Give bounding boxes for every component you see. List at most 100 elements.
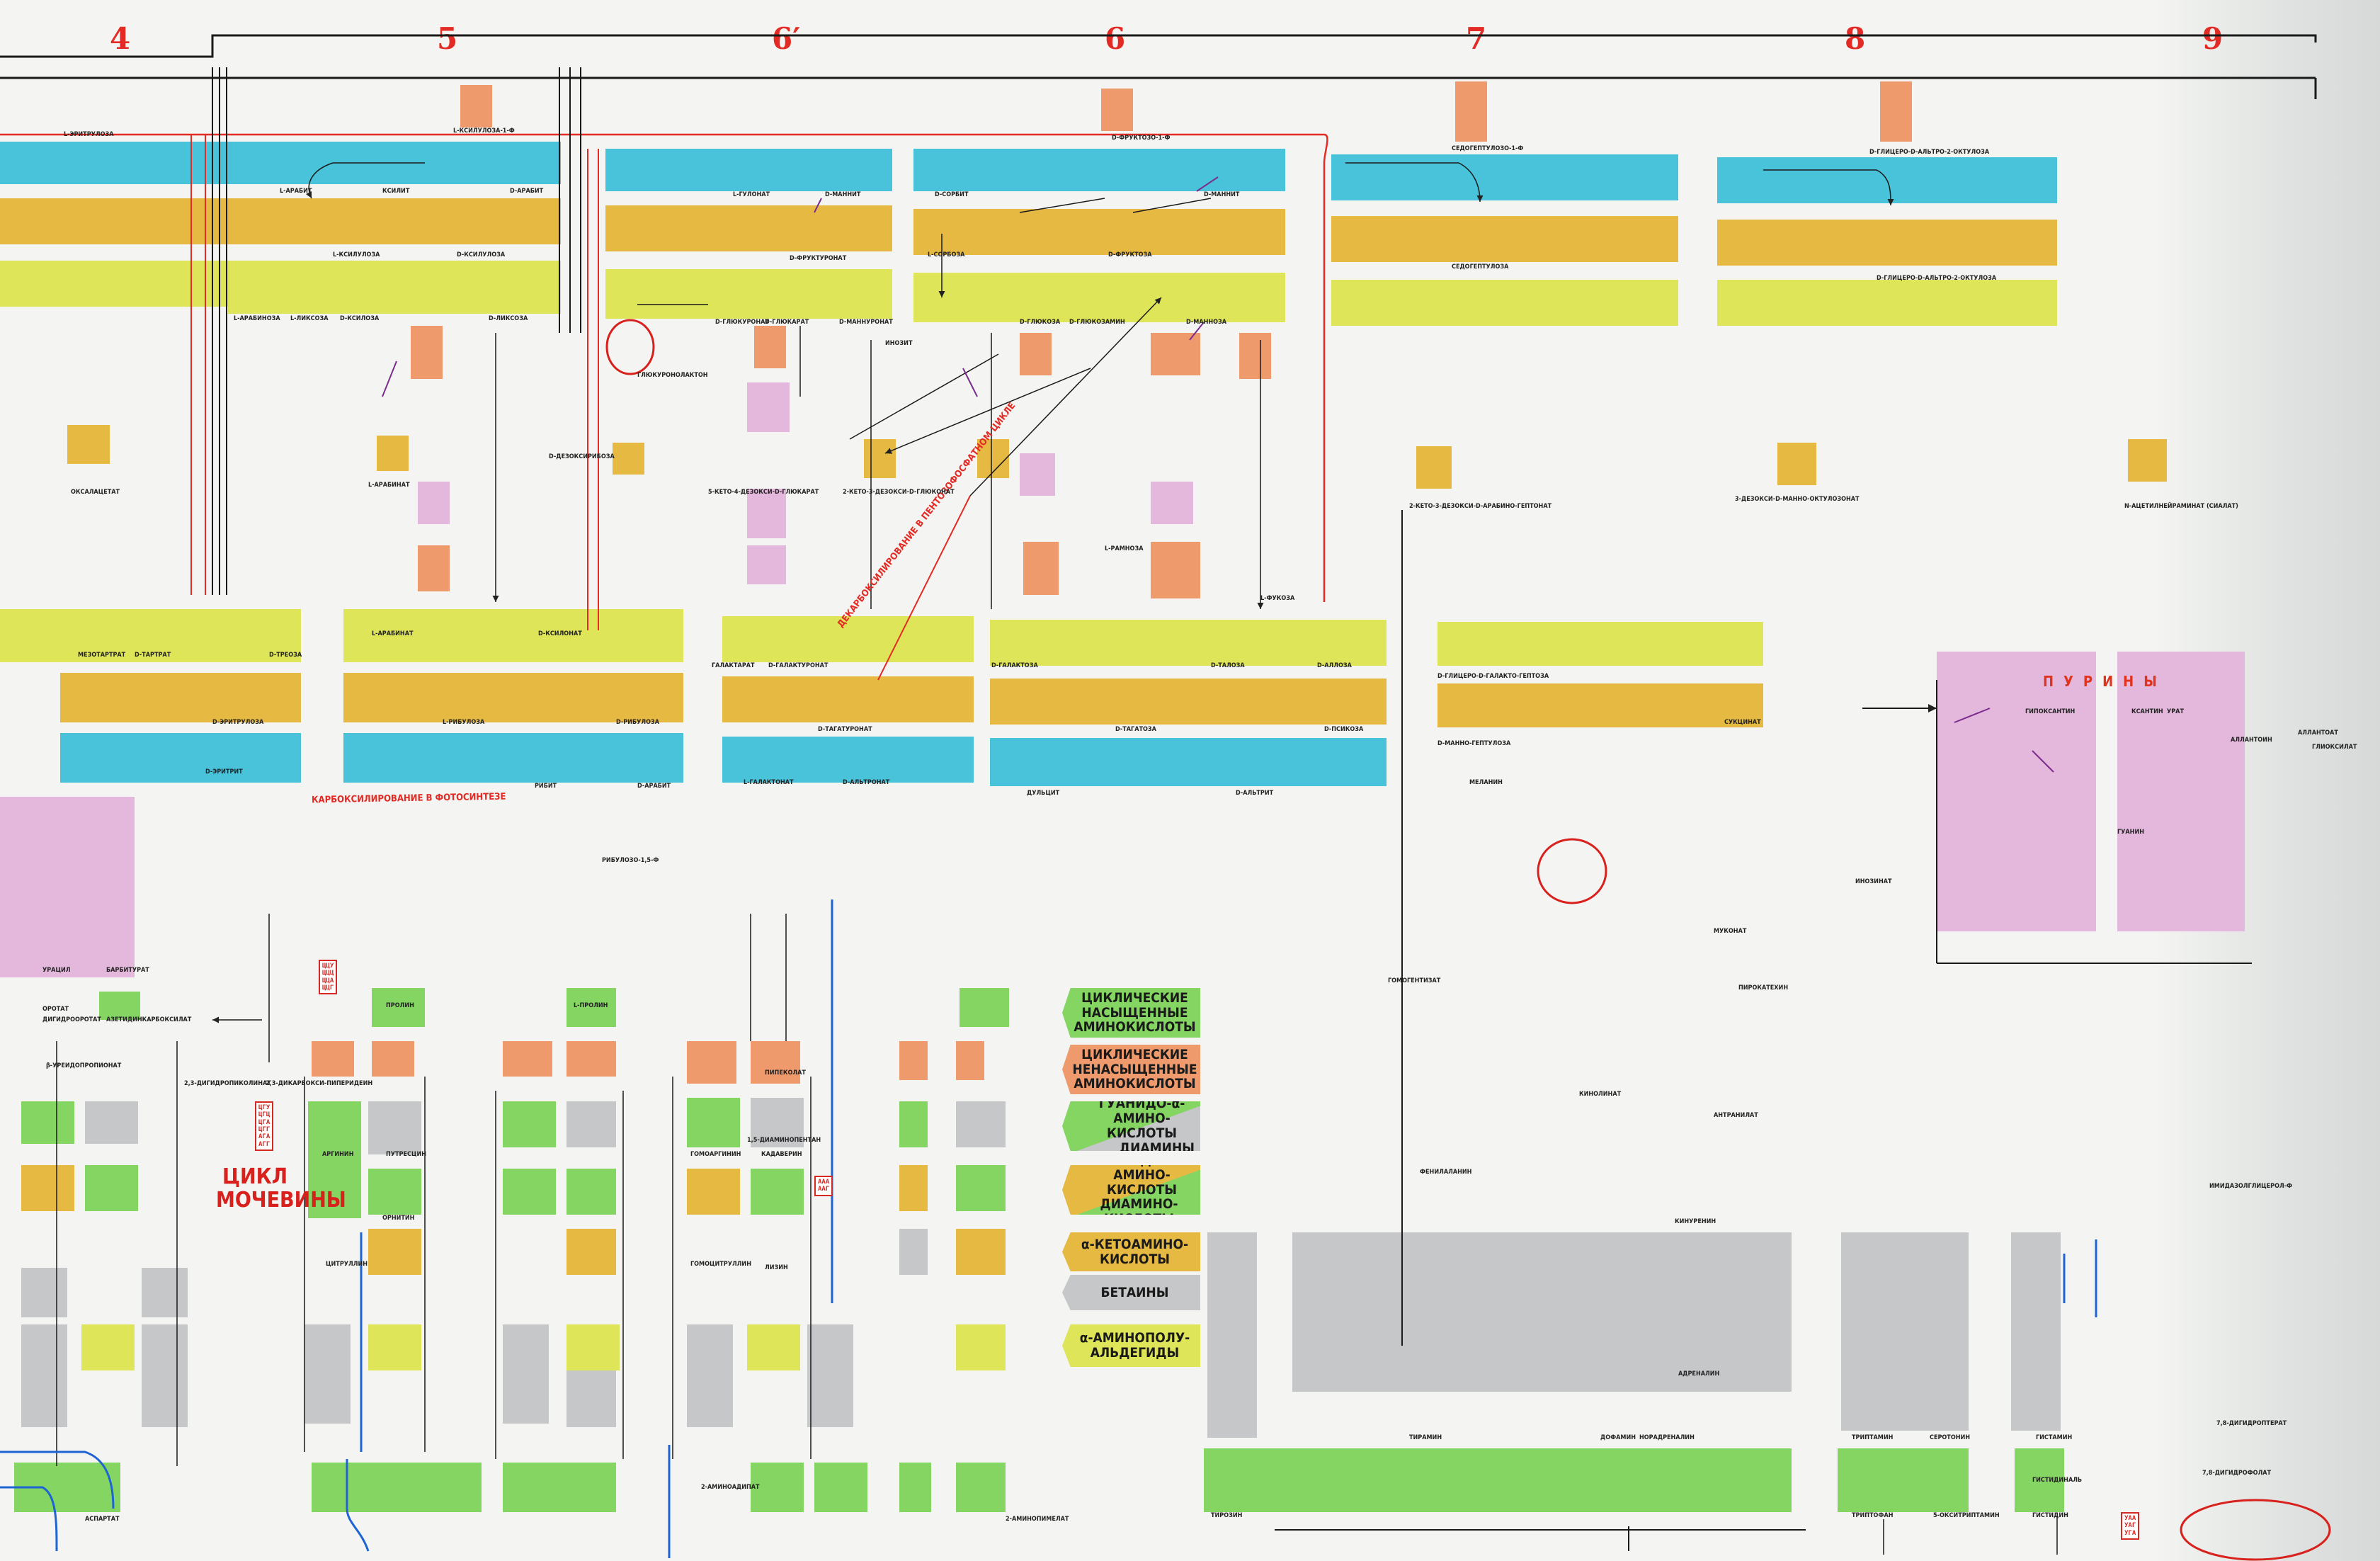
compound-label: 2,3-ДИГИДРОПИКОЛИНАТ [184, 1080, 271, 1087]
column-number-6prime: 6′ [772, 21, 801, 56]
compound-label: ФЕНИЛАЛАНИН [1420, 1169, 1472, 1176]
compound-label: D-ТАРТРАТ [135, 652, 171, 659]
compound-label: D-АЛЛОЗА [1317, 662, 1352, 669]
legend-aminosemialdehydes: α-АМИНОПОЛУ-АЛЬДЕГИДЫ [1062, 1324, 1200, 1367]
box-yellow [747, 1324, 800, 1370]
box-orange [2128, 439, 2167, 482]
compound-label: УРАЦИЛ [42, 967, 71, 974]
box-orange [566, 1229, 616, 1275]
compound-label: D-ЛИКСОЗА [489, 315, 528, 322]
compound-label: АСПАРТАТ [85, 1516, 120, 1523]
band-blue [722, 737, 974, 783]
box-pink [747, 545, 786, 584]
compound-label: D-ГАЛАКТУРОНАТ [768, 662, 829, 669]
blue-pathway [668, 899, 833, 1558]
box-green [960, 988, 1009, 1027]
band-yellow [913, 273, 1285, 322]
compound-label: ГАЛАКТАРАТ [712, 662, 755, 669]
compound-label: D-КСИЛОНАТ [538, 630, 582, 637]
compound-label: L-ЭРИТРУЛОЗА [64, 131, 114, 138]
box-salmon [1020, 333, 1052, 375]
box-salmon [899, 1041, 928, 1080]
box-salmon [1239, 333, 1271, 379]
band-blue [60, 733, 301, 783]
arrow [942, 198, 1212, 297]
box-salmon [687, 1041, 736, 1084]
compound-label: МЕЗОТАРТРАТ [78, 652, 126, 659]
band-yellow [605, 269, 892, 319]
box-orange [956, 1229, 1006, 1275]
box-green [503, 1169, 556, 1215]
box-green [503, 1463, 616, 1512]
band-yellow [1717, 280, 2057, 326]
highlight-circle [1537, 838, 1607, 904]
band-yellow [343, 609, 683, 662]
box-pink [418, 482, 450, 524]
compound-label: ТРИПТАМИН [1852, 1434, 1894, 1441]
compound-label: D-КСИЛУЛОЗА [457, 251, 506, 259]
compound-label: L-РИБУЛОЗА [443, 719, 485, 726]
box-salmon [751, 1041, 800, 1084]
compound-label: ГИСТАМИН [2036, 1434, 2073, 1441]
band-blue [990, 738, 1387, 786]
compound-label: 2-КЕТО-3-ДЕЗОКСИ-D-АРАБИНО-ГЕПТОНАТ [1409, 503, 1552, 510]
compound-label: D-СОРБИТ [935, 191, 969, 198]
box-salmon [418, 545, 450, 591]
box-gray [21, 1268, 67, 1317]
compound-label: L-ГУЛОНАТ [733, 191, 770, 198]
purine-panel-right [2117, 652, 2245, 931]
box-green [372, 988, 425, 1027]
compound-label: D-АРАБИТ [510, 188, 544, 195]
compound-label: АДРЕНАЛИН [1678, 1370, 1720, 1378]
box-green [751, 1463, 804, 1512]
compound-label: ПРОЛИН [386, 1002, 414, 1009]
box-salmon [1151, 333, 1200, 375]
box-green [899, 1463, 931, 1512]
compound-label: МЕЛАНИН [1469, 779, 1503, 786]
compound-label: КСИЛИТ [382, 188, 410, 195]
box-green [99, 992, 140, 1020]
aa-line [672, 1077, 812, 1459]
compound-label: D-ГЛИЦЕРО-D-ГАЛАКТО-ГЕПТОЗА [1437, 673, 1549, 680]
box-orange [613, 443, 644, 475]
compound-label: НОРАДРЕНАЛИН [1639, 1434, 1695, 1441]
box-green [687, 1098, 740, 1147]
blue-pathway [2063, 1239, 2097, 1317]
codon-box-arginine: ЦГУ ЦГЦ ЦГА ЦГГ АГА АГГ [255, 1101, 274, 1152]
compound-label: L-АРАБИНАТ [372, 630, 414, 637]
band-orange [1331, 216, 1678, 262]
box-salmon [1101, 89, 1133, 131]
compound-label: 7,8-ДИГИДРОФОЛАТ [2202, 1470, 2272, 1477]
box-green [814, 1463, 867, 1512]
band-orange [0, 198, 228, 244]
trunk-line [559, 67, 581, 333]
column-number-9: 9 [2202, 21, 2224, 56]
box-gray [566, 1101, 616, 1147]
box-gray [956, 1101, 1006, 1147]
band-orange [913, 209, 1285, 255]
compound-label: ГУАНИН [2117, 829, 2144, 836]
compound-label: ДУЛЬЦИТ [1027, 790, 1060, 797]
band-yellow [0, 261, 228, 307]
compound-label: АЗЕТИДИНКАРБОКСИЛАТ [106, 1016, 192, 1023]
box-gray [687, 1324, 733, 1427]
purines-title: ПУРИНЫ [2043, 673, 2167, 690]
box-gray [807, 1324, 853, 1427]
compound-label: D-ТРЕОЗА [269, 652, 302, 659]
column-number-8: 8 [1845, 21, 1866, 56]
box-gray [368, 1101, 421, 1154]
compound-label: СУКЦИНАТ [1724, 719, 1761, 726]
band-orange [60, 673, 301, 722]
legend-betaines: БЕТАИНЫ [1062, 1275, 1200, 1310]
box-green [308, 1101, 361, 1218]
compound-label: СЕРОТОНИН [1930, 1434, 1971, 1441]
box-gray [1841, 1232, 1969, 1431]
aa-line [750, 914, 787, 1041]
compound-label: L-ЛИКСОЗА [290, 315, 329, 322]
band-yellow [722, 616, 974, 662]
red-diagonal [877, 495, 971, 681]
box-salmon [1455, 81, 1487, 142]
box-gray [304, 1324, 351, 1424]
